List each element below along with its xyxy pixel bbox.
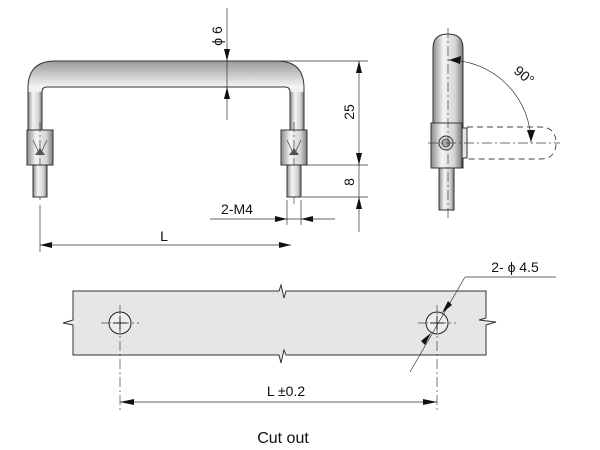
right-collar: [280, 122, 308, 205]
dia-arrow-bottom: [224, 87, 230, 99]
handle-bar: [27, 60, 305, 136]
side-view: 90°: [428, 28, 560, 220]
panel: [62, 283, 497, 364]
length-arrow-right: [279, 242, 291, 248]
right-stud: [286, 164, 302, 198]
cutout-view: 2- ϕ 4.5 L ±0.2 Cut out: [62, 259, 556, 447]
height-arrow-bottom: [356, 153, 362, 165]
rotation-label: 90°: [511, 62, 538, 88]
m4-arrow-right: [301, 216, 313, 222]
arc-arrow-top: [449, 56, 461, 64]
hole-leader: [409, 276, 466, 373]
hole-arrow-bottom: [421, 333, 431, 345]
front-view: ϕ 6 25 8 2-M4 L: [26, 8, 368, 252]
height-label: 25: [341, 104, 357, 120]
left-collar: [26, 122, 54, 200]
thread-label: 2-M4: [221, 201, 253, 217]
cutout-caption: Cut out: [257, 430, 309, 447]
spacing-arrow-left: [120, 399, 134, 405]
thread-length-label: 8: [341, 178, 357, 186]
height-arrow-top: [356, 61, 362, 73]
dia-arrow-top: [224, 49, 230, 61]
left-leg: [28, 92, 42, 135]
rod-diameter-label: ϕ 6: [209, 26, 225, 46]
spacing-label: L ±0.2: [267, 383, 306, 399]
spacing-arrow-right: [423, 399, 437, 405]
m4-arrow-left: [275, 216, 287, 222]
side-stud: [438, 167, 455, 211]
rotation-arc: [447, 59, 532, 144]
arc-arrow-bottom: [527, 130, 535, 142]
right-leg: [290, 92, 304, 135]
length-arrow-left: [40, 242, 52, 248]
thread-arrow: [356, 197, 362, 209]
length-label: L: [160, 228, 168, 244]
left-stud: [32, 164, 48, 198]
hole-arrow-top: [442, 301, 452, 313]
hole-label: 2- ϕ 4.5: [491, 259, 539, 275]
